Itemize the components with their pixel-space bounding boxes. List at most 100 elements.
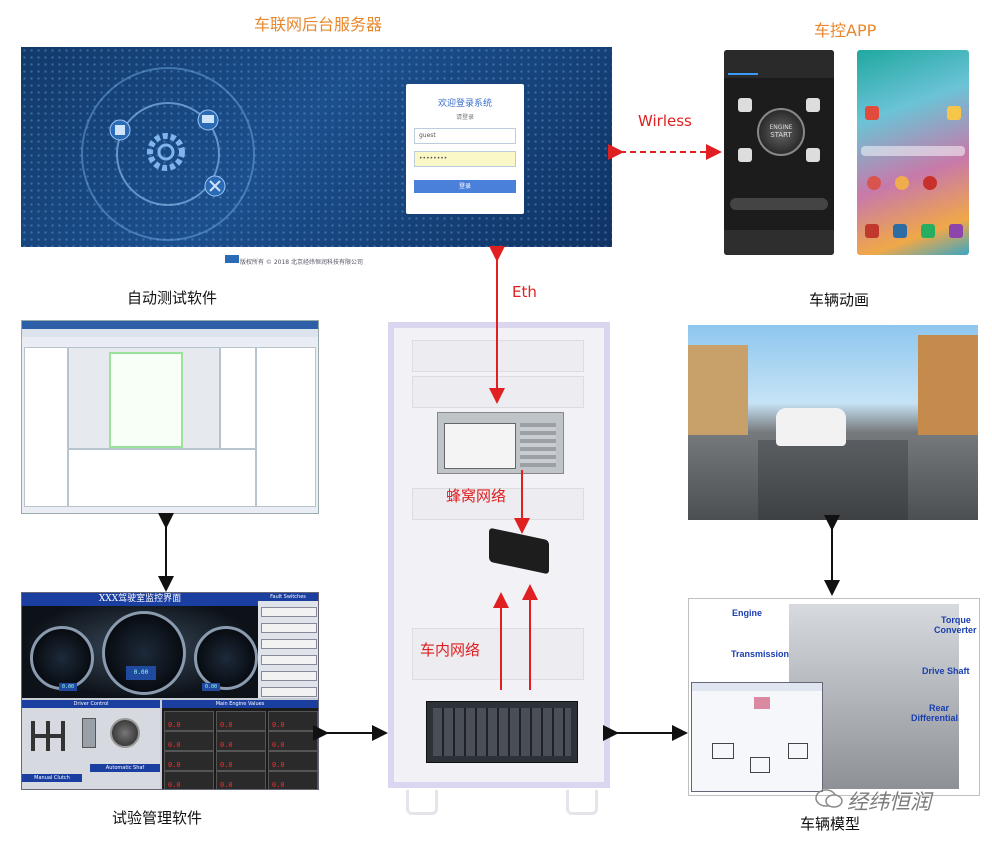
engine-meter: 0.0 (164, 711, 214, 731)
server-dashboard-screenshot: 欢迎登录系统 请登录 guest •••••••• 登录 (21, 47, 612, 247)
lock-icon[interactable] (738, 98, 752, 112)
calendar-icon[interactable] (947, 106, 961, 120)
in-vehicle-links (493, 584, 538, 690)
window-icon[interactable] (738, 148, 752, 162)
fault-switch[interactable] (261, 623, 317, 633)
fuel-gauge (194, 626, 258, 690)
login-heading: 欢迎登录系统 (437, 99, 492, 109)
inner-ring (116, 102, 220, 206)
monitor-icon (197, 109, 219, 131)
test-flow-editor (68, 347, 220, 449)
outer-ring (81, 67, 255, 241)
rack-slot (412, 628, 584, 680)
building (918, 335, 978, 435)
car (776, 408, 846, 446)
black-links (158, 513, 840, 741)
watermark: 经纬恒润 (847, 790, 931, 814)
contacts-icon[interactable] (893, 224, 907, 238)
test-management-dashboard: XXX驾驶室监控界面 0.00 0.00 0.00 Fault Switches… (21, 592, 319, 790)
brake-pedal[interactable] (82, 718, 96, 748)
label-torque-1: Torque (941, 615, 971, 625)
outline-pane (256, 347, 316, 507)
engine-meter: 0.0 (216, 771, 266, 789)
fault-switch[interactable] (261, 639, 317, 649)
engine-meter: 0.0 (216, 711, 266, 731)
app-icon[interactable] (867, 176, 881, 190)
automatic-shaf-header: Automatic Shaf (90, 764, 160, 772)
in-vehicle-network-label: 车内网络 (420, 641, 481, 659)
palette-pane (220, 347, 256, 449)
rack-foot (566, 790, 598, 815)
password-field[interactable]: •••••••• (414, 151, 516, 167)
engine-meter: 0.0 (268, 711, 318, 731)
engine-meter: 0.0 (164, 731, 214, 751)
vehicle-animation-title: 车辆动画 (809, 291, 870, 309)
instrument-cluster: 0.00 0.00 0.00 (22, 606, 258, 698)
label-rear-1: Rear (929, 703, 950, 713)
login-card: 欢迎登录系统 请登录 guest •••••••• 登录 (406, 84, 524, 214)
rack-foot (406, 790, 438, 815)
ignition-knob[interactable] (110, 718, 140, 748)
username-field[interactable]: guest (414, 128, 516, 144)
dashboard-title: XXX驾驶室监控界面 (22, 593, 258, 606)
app-icon[interactable] (923, 176, 937, 190)
gear-shifter-icon[interactable] (28, 716, 68, 756)
search-bar[interactable] (861, 146, 965, 156)
server-footer: 版权所有 © 2018 北京经纬恒润科技有限公司 (240, 259, 363, 266)
eth-label: Eth (512, 283, 537, 301)
app-icon[interactable] (865, 106, 879, 120)
engine-meter: 0.0 (268, 731, 318, 751)
apps-icon[interactable] (949, 224, 963, 238)
instrument-keypad (520, 423, 556, 467)
test-software-screenshot (21, 320, 319, 514)
voice-control-bar[interactable] (730, 198, 828, 210)
fault-switch[interactable] (261, 655, 317, 665)
fault-switch[interactable] (261, 671, 317, 681)
phone-icon[interactable] (865, 224, 879, 238)
company-logo-icon (225, 255, 239, 263)
cellular-network-label: 蜂窝网络 (446, 487, 507, 505)
server-title: 车联网后台服务器 (254, 15, 383, 34)
driver-control-panel: Driver Control Manual Clutch Automatic S… (22, 700, 160, 789)
rack-slot (412, 488, 584, 520)
label-transmission: Transmission (731, 649, 790, 659)
tools-icon (204, 175, 226, 197)
phone-nav-bar (724, 230, 834, 255)
pxi-chassis (426, 701, 578, 763)
login-button[interactable]: 登录 (414, 180, 516, 193)
road (758, 440, 908, 520)
speed-gauge (102, 611, 186, 695)
unlock-icon[interactable] (806, 98, 820, 112)
test-software-title: 自动测试软件 (127, 289, 218, 307)
gear-icon (147, 133, 185, 171)
main-engine-values-header: Main Engine Values (162, 700, 318, 708)
label-torque-2: Converter (934, 625, 977, 635)
mgmt-software-title: 试验管理软件 (112, 809, 203, 827)
engine-start-label-2: START (770, 131, 792, 139)
fault-switch[interactable] (261, 687, 317, 697)
variables-table (68, 449, 256, 507)
manual-clutch-header: Manual Clutch (22, 774, 82, 782)
car-control-app-phone: ENGINE START (724, 50, 834, 255)
android-home-phone (857, 50, 969, 255)
engine-start-label-1: ENGINE (769, 124, 793, 131)
fault-switches-header: Fault Switches (258, 593, 318, 601)
main-engine-values-panel: Main Engine Values 0.0 0.0 0.0 0.0 0.0 0… (162, 700, 318, 789)
login-subheading: 请登录 (455, 114, 474, 121)
app-icon[interactable] (895, 176, 909, 190)
lcd-left: 0.00 (59, 683, 77, 691)
engine-meter: 0.0 (216, 731, 266, 751)
engine-meter: 0.0 (164, 771, 214, 789)
fault-switch[interactable] (261, 607, 317, 617)
label-rear-2: Differential (911, 713, 959, 723)
wireless-label: Wirless (638, 112, 692, 130)
car-search-icon[interactable] (806, 148, 820, 162)
speed-readout: 0.00 (126, 666, 156, 680)
label-engine: Engine (732, 608, 763, 618)
engine-start-button[interactable]: ENGINE START (757, 108, 805, 156)
engine-meter: 0.0 (164, 751, 214, 771)
engine-meter: 0.0 (268, 771, 318, 789)
messages-icon[interactable] (921, 224, 935, 238)
instrument-screen (444, 423, 516, 469)
